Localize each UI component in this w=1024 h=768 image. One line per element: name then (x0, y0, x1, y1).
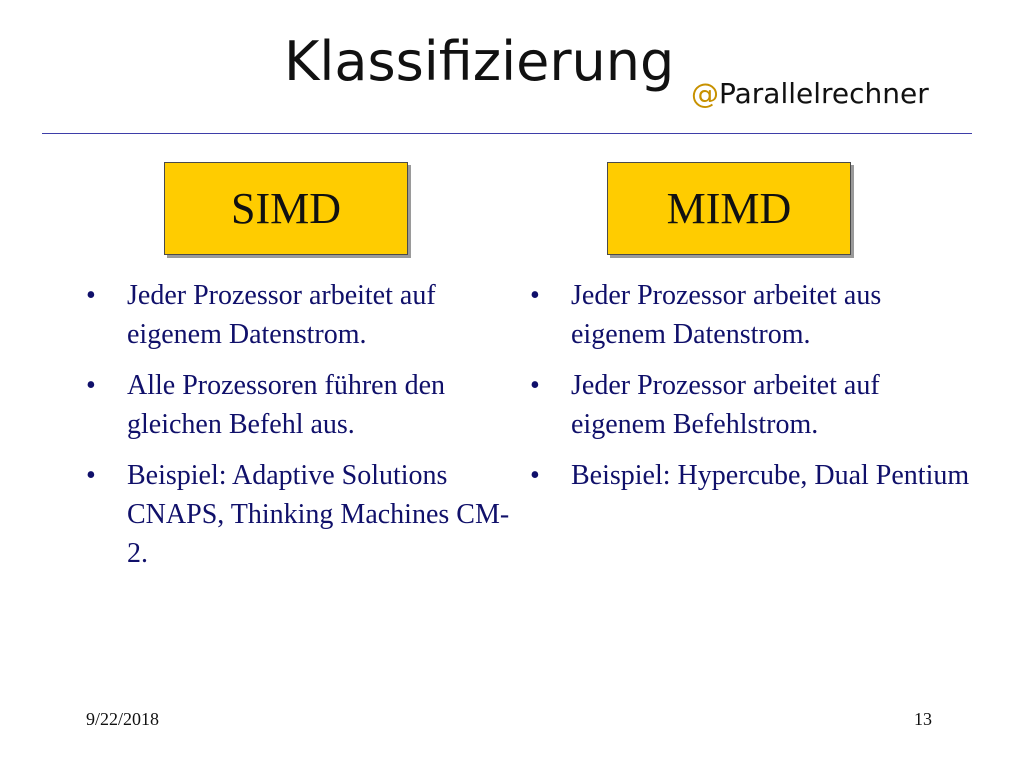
bullet-text: Jeder Prozessor arbeitet auf eigenem Bef… (571, 370, 880, 440)
subtitle-at-sign: @ (691, 77, 719, 110)
simd-heading-box: SIMD (164, 162, 408, 255)
bullet-text: Alle Prozessoren führen den gleichen Bef… (127, 370, 446, 440)
slide-subtitle: @Parallelrechner (691, 72, 929, 116)
bullet-icon: • (530, 370, 540, 401)
bullet-icon: • (86, 460, 96, 491)
list-item: • Jeder Prozessor arbeitet aus eigenem Da… (530, 276, 970, 354)
title-divider (42, 133, 972, 134)
mimd-heading-box: MIMD (607, 162, 851, 255)
bullet-icon: • (86, 370, 96, 401)
bullet-icon: • (530, 280, 540, 311)
subtitle-text: Parallelrechner (719, 77, 929, 110)
bullet-text: Jeder Prozessor arbeitet aus eigenem Dat… (571, 280, 882, 350)
bullet-icon: • (530, 460, 540, 491)
simd-bullet-list: • Jeder Prozessor arbeitet auf eigenem Da… (86, 276, 516, 585)
bullet-text: Beispiel: Adaptive Solutions CNAPS, Thin… (127, 460, 510, 569)
bullet-icon: • (86, 280, 96, 311)
footer-date: 9/22/2018 (86, 709, 160, 729)
bullet-text: Jeder Prozessor arbeitet auf eigenem Dat… (127, 280, 436, 350)
slide-title: Klassifizierung (284, 30, 675, 93)
list-item: • Jeder Prozessor arbeitet auf eigenem Be… (530, 366, 970, 444)
mimd-bullet-list: • Jeder Prozessor arbeitet aus eigenem Da… (530, 276, 970, 507)
list-item: • Jeder Prozessor arbeitet auf eigenem Da… (86, 276, 516, 354)
footer-page-number: 13 (914, 709, 932, 729)
list-item: • Beispiel: Adaptive Solutions CNAPS, Thi… (86, 456, 516, 573)
bullet-text: Beispiel: Hypercube, Dual Pentium (571, 460, 970, 491)
list-item: • Alle Prozessoren führen den gleichen Be… (86, 366, 516, 444)
list-item: • Beispiel: Hypercube, Dual Pentium (530, 456, 970, 495)
